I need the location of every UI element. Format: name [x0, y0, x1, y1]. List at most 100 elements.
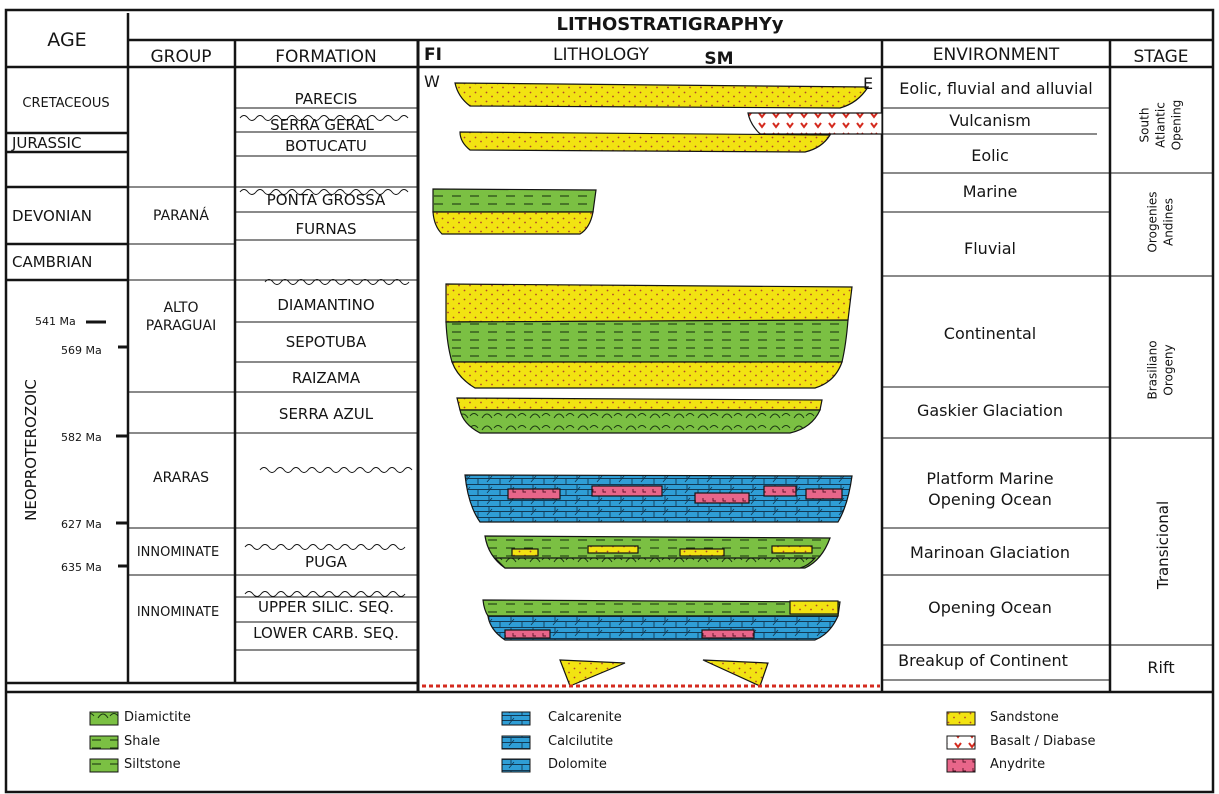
header-fi: FI: [424, 45, 442, 65]
legend-calcarenite: Calcarenite: [548, 710, 622, 725]
env-platform-line2: Opening Ocean: [928, 490, 1052, 509]
header-sm: SM: [704, 49, 733, 69]
header-age: AGE: [47, 29, 86, 51]
group-innominate-2: INNOMINATE: [137, 605, 219, 620]
stage-orogenies-line2: Andines: [1163, 198, 1176, 246]
serra-azul-diamictite: [460, 410, 820, 433]
swatch-basalt: [947, 736, 975, 749]
ponta-grossa-body: [433, 189, 596, 212]
araras-anhydrite-4: [764, 486, 796, 496]
chart-title: LITHOSTRATIGRAPHYy: [556, 14, 783, 35]
swatch-anydrite: [947, 759, 975, 772]
group-alto-line2: PARAGUAI: [146, 318, 216, 334]
env-marinoan: Marinoan Glaciation: [910, 543, 1070, 562]
group-innominate-1: INNOMINATE: [137, 545, 219, 560]
formation-botucatu: BOTUCATU: [285, 137, 367, 155]
group-parana: PARANÁ: [153, 208, 209, 224]
header-environment: ENVIRONMENT: [933, 45, 1060, 65]
time-mark-582: 582 Ma: [61, 431, 102, 444]
formation-upper-silic: UPPER SILIC. SEQ.: [258, 598, 394, 616]
stage-south-line1: South: [1139, 108, 1152, 143]
env-fluvial: Fluvial: [964, 239, 1016, 258]
swatch-shale: [90, 736, 118, 749]
lithology-column: [422, 83, 882, 686]
formation-lower-carb: LOWER CARB. SEQ.: [253, 624, 399, 642]
formation-serra-azul: SERRA AZUL: [279, 405, 373, 423]
label-east: E: [863, 74, 873, 93]
furnas-body: [433, 212, 593, 234]
env-vulcanism: Vulcanism: [949, 111, 1031, 130]
puga-silt-4: [772, 546, 812, 553]
env-gaskier: Gaskier Glaciation: [917, 401, 1063, 420]
env-continental: Continental: [944, 324, 1036, 343]
serra-geral-basalt: [748, 113, 882, 134]
stage-rift: Rift: [1147, 658, 1174, 677]
stage-brasiliano-line2: Orogeny: [1163, 344, 1176, 395]
lower-carb-anhydrite-2: [702, 630, 754, 638]
araras-anhydrite-2: [592, 486, 662, 496]
stage-south-line3: Opening: [1171, 100, 1184, 151]
serra-azul-top: [457, 398, 822, 410]
age-cambrian: CAMBRIAN: [12, 253, 92, 271]
age-neoproterozoic: NEOPROTEROZOIC: [22, 379, 40, 521]
env-opening-ocean: Opening Ocean: [928, 598, 1052, 617]
legend-swatches: [90, 712, 975, 772]
age-cretaceous: CRETACEOUS: [22, 96, 109, 111]
formation-raizama: RAIZAMA: [292, 369, 360, 387]
swatch-siltstone: [90, 759, 118, 772]
upper-silic-body: [483, 600, 840, 616]
rift-wedge-left: [560, 660, 625, 686]
formation-diamantino: DIAMANTINO: [277, 296, 374, 314]
stage-orogenies-line1: Orogenies: [1147, 191, 1160, 252]
legend-anydrite: Anydrite: [990, 757, 1045, 772]
upper-silic-sand: [790, 601, 838, 614]
parecis-body: [455, 83, 868, 108]
swatch-dolomite: [502, 759, 530, 772]
sepotuba-body: [446, 320, 848, 362]
label-west: W: [424, 72, 440, 91]
rift-wedge-right: [703, 660, 768, 686]
formation-puga: PUGA: [305, 553, 347, 571]
formation-parecis: PARECIS: [295, 90, 358, 108]
legend-calcilutite: Calcilutite: [548, 734, 613, 749]
araras-anhydrite-3: [695, 493, 749, 503]
time-mark-635: 635 Ma: [61, 561, 102, 574]
diamantino-body: [446, 284, 852, 322]
legend-dolomite: Dolomite: [548, 757, 607, 772]
puga-diamictite: [495, 558, 815, 568]
botucatu-body: [460, 132, 830, 152]
puga-silt-2: [588, 546, 638, 553]
legend-basalt: Basalt / Diabase: [990, 734, 1096, 749]
formation-furnas: FURNAS: [295, 220, 356, 238]
group-alto-line1: ALTO: [163, 300, 198, 316]
araras-anhydrite-5: [806, 489, 842, 499]
legend-sandstone: Sandstone: [990, 710, 1059, 725]
header-group: GROUP: [150, 47, 211, 67]
formation-serra-geral: SERRA GERAL: [270, 116, 374, 134]
age-devonian: DEVONIAN: [12, 207, 92, 225]
age-jurassic: JURASSIC: [12, 134, 81, 152]
env-platform-line1: Platform Marine: [926, 469, 1053, 488]
env-breakup: Breakup of Continent: [898, 651, 1068, 670]
time-mark-569: 569 Ma: [61, 344, 102, 357]
araras-anhydrite-1: [508, 489, 560, 499]
swatch-calcarenite: [502, 712, 530, 725]
unconformity-lines: [240, 116, 412, 597]
env-eolic: Eolic: [971, 146, 1009, 165]
legend-siltstone: Siltstone: [124, 757, 181, 772]
swatch-diamictite: [90, 712, 118, 725]
puga-silt-1: [512, 549, 538, 556]
swatch-sandstone: [947, 712, 975, 725]
legend-diamictite: Diamictite: [124, 710, 191, 725]
formation-sepotuba: SEPOTUBA: [286, 333, 367, 351]
time-mark-541: 541 Ma: [35, 315, 76, 328]
lower-carb-anhydrite-1: [505, 630, 550, 638]
puga-silt-3: [680, 549, 724, 556]
header-stage: STAGE: [1133, 47, 1188, 67]
stage-south-line2: Atlantic: [1155, 102, 1168, 148]
formation-ponta-grossa: PONTA GROSSA: [267, 191, 386, 209]
group-araras: ARARAS: [153, 470, 209, 486]
header-formation: FORMATION: [275, 47, 376, 67]
